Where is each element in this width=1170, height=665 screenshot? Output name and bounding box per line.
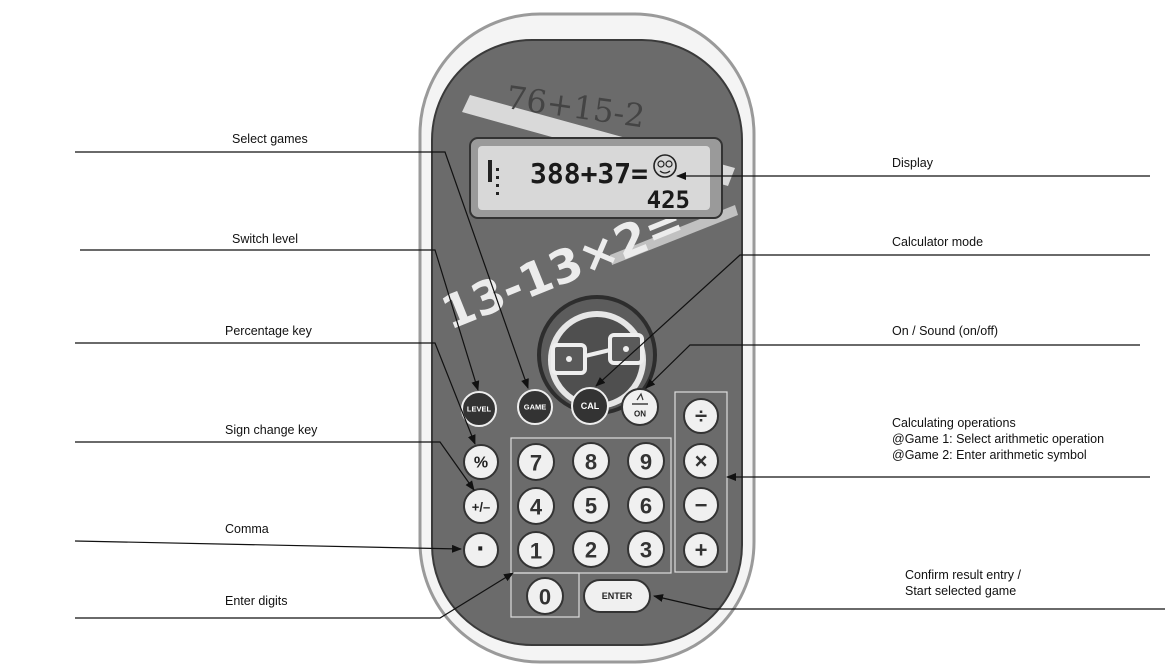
leader-confirm-result	[653, 594, 1165, 610]
svg-text:ON: ON	[634, 410, 646, 419]
label-calc-ops-title: Calculating operations	[892, 416, 1016, 430]
svg-text:7: 7	[530, 451, 542, 476]
label-calc-ops-game1: @Game 1: Select arithmetic operation	[892, 432, 1104, 446]
svg-text:×: ×	[695, 449, 708, 474]
lcd-indicator-1	[496, 168, 499, 171]
lcd-level-bar	[488, 160, 492, 182]
digit-key-7[interactable]: 7	[517, 443, 555, 481]
leader-calculator-mode	[595, 254, 1150, 387]
svg-text:·: ·	[476, 533, 485, 564]
calculator-device: 76+15-2 13-13×2= 388+37= 425	[418, 12, 756, 664]
plus-key[interactable]: +	[683, 532, 719, 568]
cal-key[interactable]: CAL	[571, 387, 609, 425]
label-on-sound: On / Sound (on/off)	[892, 324, 998, 338]
label-sign-change-key: Sign change key	[225, 423, 318, 437]
mascot-eye-left	[566, 356, 572, 362]
digit-key-1[interactable]: 1	[517, 531, 555, 569]
label-enter-digits: Enter digits	[225, 594, 288, 608]
svg-text:4: 4	[530, 495, 543, 520]
leader-enter-digits	[75, 572, 514, 619]
digit-key-5[interactable]: 5	[572, 486, 610, 524]
label-comma: Comma	[225, 522, 269, 536]
level-key[interactable]: LEVEL	[461, 391, 497, 427]
operator-keys-frame	[674, 391, 728, 573]
mascot-eye-right	[623, 346, 629, 352]
comma-key[interactable]: ·	[463, 532, 499, 568]
digit-key-2[interactable]: 2	[572, 530, 610, 568]
percent-key[interactable]: %	[463, 444, 499, 480]
lcd-result: 425	[647, 186, 690, 214]
digit-key-4[interactable]: 4	[517, 487, 555, 525]
multiply-key[interactable]: ×	[683, 443, 719, 479]
label-confirm-line2: Start selected game	[905, 584, 1016, 598]
svg-text:0: 0	[539, 585, 551, 610]
lcd-indicator-2	[496, 176, 499, 179]
mascot-professor	[537, 295, 657, 415]
on-sound-key[interactable]: ON	[621, 388, 659, 426]
digit-key-0[interactable]: 0	[526, 577, 564, 615]
enter-key[interactable]: ENTER	[583, 579, 651, 613]
svg-text:+: +	[695, 538, 708, 563]
zero-key-frame	[510, 572, 580, 618]
svg-text:−: −	[695, 493, 708, 518]
lcd-display: 388+37= 425	[469, 137, 723, 219]
note-icon	[636, 392, 644, 401]
label-confirm-line1: Confirm result entry /	[905, 568, 1022, 582]
svg-text:9: 9	[640, 450, 652, 475]
svg-text:5: 5	[585, 494, 597, 519]
digit-key-3[interactable]: 3	[627, 530, 665, 568]
svg-text:8: 8	[585, 450, 597, 475]
leader-select-games	[75, 151, 529, 389]
svg-text:2: 2	[585, 538, 597, 563]
sign-change-key[interactable]: +/–	[463, 488, 499, 524]
leader-switch-level	[80, 249, 480, 391]
digit-key-6[interactable]: 6	[627, 486, 665, 524]
digit-key-8[interactable]: 8	[572, 442, 610, 480]
label-calc-ops-game2: @Game 2: Enter arithmetic symbol	[892, 448, 1087, 462]
mascot-face-icon	[653, 154, 677, 178]
lcd-indicator-4	[496, 192, 499, 195]
game-key[interactable]: GAME	[517, 389, 553, 425]
leader-comma	[74, 540, 462, 553]
svg-text:GAME: GAME	[524, 403, 547, 412]
stroke-decoration	[610, 205, 738, 265]
leader-sign-change-key	[75, 441, 475, 491]
label-calculator-mode: Calculator mode	[892, 235, 983, 249]
svg-text:LEVEL: LEVEL	[467, 405, 492, 414]
leader-percentage-key	[75, 342, 476, 445]
leader-on-sound	[645, 344, 1140, 389]
lcd-equation: 388+37=	[530, 157, 648, 190]
lcd-screen	[478, 146, 710, 210]
lcd-indicator-3	[496, 184, 499, 187]
svg-text:ENTER: ENTER	[602, 591, 633, 601]
digit-keys-frame	[510, 437, 672, 574]
svg-text:%: %	[474, 455, 488, 472]
svg-text:6: 6	[640, 494, 652, 519]
callout-lines	[74, 151, 1165, 619]
label-select-games: Select games	[232, 132, 308, 146]
label-percentage-key: Percentage key	[225, 324, 313, 338]
label-display: Display	[892, 156, 934, 170]
divide-key[interactable]: ÷	[683, 398, 719, 434]
digit-key-9[interactable]: 9	[627, 442, 665, 480]
svg-text:1: 1	[530, 539, 542, 564]
mascot-glasses-bridge	[584, 348, 611, 358]
callout-labels: Select games Switch level Percentage key…	[225, 132, 1104, 608]
svg-text:+/–: +/–	[472, 500, 490, 515]
minus-key[interactable]: −	[683, 487, 719, 523]
label-switch-level: Switch level	[232, 232, 298, 246]
svg-text:CAL: CAL	[581, 401, 600, 411]
svg-text:÷: ÷	[695, 404, 707, 429]
svg-text:3: 3	[640, 538, 652, 563]
